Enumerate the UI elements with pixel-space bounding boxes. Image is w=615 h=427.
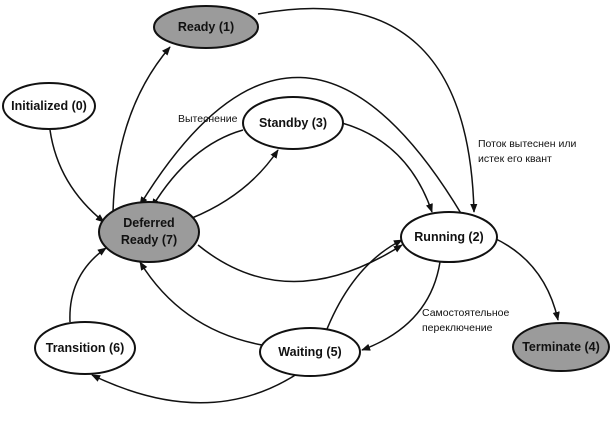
edge-waiting-to-transition xyxy=(91,371,301,404)
state-deferred-ready-shape xyxy=(98,201,200,263)
edge-running-to-terminate xyxy=(493,237,560,321)
state-running-shape xyxy=(400,211,498,263)
state-waiting-label: Waiting (5) xyxy=(278,345,341,359)
state-waiting-shape xyxy=(259,327,361,377)
state-running: Running (2) xyxy=(400,211,498,263)
annotation-voluntary-line1: Самостоятельное xyxy=(422,307,509,319)
state-running-label: Running (2) xyxy=(414,230,483,244)
state-initialized: Initialized (0) xyxy=(2,82,96,130)
edge-deferred-ready-to-ready xyxy=(112,46,171,213)
annotation-preemption: Вытеснение xyxy=(178,113,238,125)
state-standby-label: Standby (3) xyxy=(259,116,327,130)
state-deferred-ready-label-line1: Deferred xyxy=(123,216,174,230)
edge-running-to-deferred-ready-big-loop xyxy=(139,76,463,216)
state-waiting: Waiting (5) xyxy=(259,327,361,377)
edge-initialized-to-deferred-ready xyxy=(49,129,105,223)
edge-standby-to-running xyxy=(341,122,433,213)
state-deferred-ready: Deferred Ready (7) xyxy=(98,201,200,263)
state-terminate-label: Terminate (4) xyxy=(522,340,600,354)
state-initialized-label: Initialized (0) xyxy=(11,99,87,113)
annotation-preempted-line1: Поток вытеснен или xyxy=(478,138,576,150)
state-terminate-shape xyxy=(512,322,610,372)
state-standby-shape xyxy=(242,96,344,150)
edge-ready-to-running xyxy=(257,7,478,213)
annotation-voluntary-line2: переключение xyxy=(422,322,493,334)
edge-deferred-ready-to-running xyxy=(197,244,403,283)
edges xyxy=(49,7,560,404)
state-transition-label: Transition (6) xyxy=(46,341,124,355)
state-terminate: Terminate (4) xyxy=(512,322,610,372)
edge-waiting-to-deferred-ready xyxy=(139,261,263,346)
state-standby: Standby (3) xyxy=(242,96,344,150)
edge-waiting-to-running xyxy=(324,239,403,335)
edge-standby-to-deferred-ready xyxy=(151,129,244,208)
annotation-preempted-line2: истек его квант xyxy=(478,153,552,165)
edge-deferred-ready-to-standby xyxy=(191,149,279,219)
state-initialized-shape xyxy=(2,82,96,130)
state-ready: Ready (1) xyxy=(153,5,259,49)
state-transition: Transition (6) xyxy=(34,321,136,375)
edge-running-to-waiting xyxy=(361,261,441,351)
state-ready-label: Ready (1) xyxy=(178,20,234,34)
state-ready-shape xyxy=(153,5,259,49)
state-deferred-ready-label-line2: Ready (7) xyxy=(121,233,177,247)
state-transition-shape xyxy=(34,321,136,375)
edge-transition-to-deferred-ready xyxy=(69,247,107,323)
